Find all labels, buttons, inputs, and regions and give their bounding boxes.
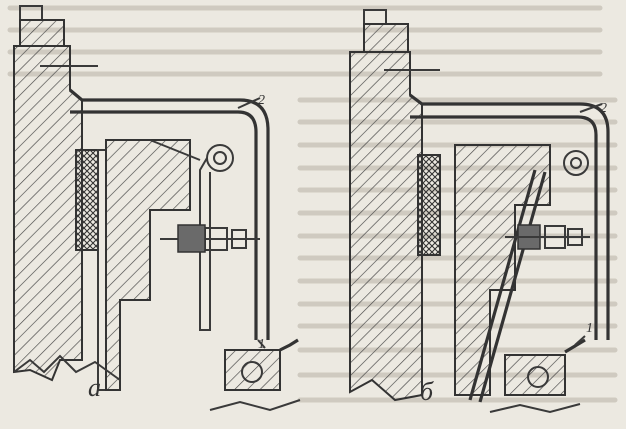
release-bearing-housing-b: [504, 354, 566, 396]
callout-1-right: 1: [586, 321, 593, 336]
bolt-nut: [231, 229, 247, 249]
release-lever: [149, 139, 201, 161]
flywheel-rim: [19, 19, 65, 47]
view-a-engaged: 2 1 а: [13, 5, 301, 412]
callout-line-2-b: [579, 103, 603, 113]
view-b-disengaged: 2 1 б: [349, 9, 610, 414]
diaphragm-spring: [199, 157, 211, 331]
release-bearing-housing: [224, 349, 281, 391]
pressure-plate: [105, 139, 191, 391]
release-bearing-ball: [241, 361, 263, 383]
tilted-disc-edge-b: [478, 171, 547, 403]
bolt-nut-b: [567, 228, 583, 246]
callout-line-2: [237, 97, 261, 109]
friction-disc-b: [417, 154, 441, 256]
bolt-bracket: [177, 224, 206, 253]
flywheel-body: [13, 45, 83, 382]
caption-b: б: [420, 377, 434, 406]
spring-curl-b: [563, 150, 589, 176]
clutch-cover-inner: [70, 110, 258, 340]
bolt-head-b: [544, 225, 566, 249]
flywheel-rim-b: [363, 23, 409, 53]
flywheel-body-b: [349, 51, 423, 402]
clutch-cover-inner-b: [410, 115, 598, 340]
clutch-cover-b: [409, 93, 610, 340]
callout-line-1: [257, 339, 266, 349]
pressure-plate-b: [454, 144, 551, 396]
release-bearing-ball-b: [527, 366, 549, 388]
release-fork: [279, 338, 299, 352]
release-fork-b: [564, 338, 586, 354]
callout-1-left: 1: [258, 337, 265, 352]
ground-base: [209, 399, 301, 412]
callout-2-right: 2: [600, 101, 607, 116]
spring-curl: [206, 144, 234, 172]
friction-disc: [75, 149, 99, 251]
driven-disc: [97, 149, 107, 391]
ground-break: [13, 354, 121, 381]
caption-a: а: [88, 373, 101, 402]
tilted-disc-b: [468, 169, 537, 401]
clutch-cover: [68, 88, 270, 340]
callout-2-left: 2: [258, 93, 265, 108]
spring-curl-inner-b: [570, 157, 582, 169]
callout-line-1-b: [574, 335, 586, 346]
ground-base-b: [489, 403, 581, 414]
spring-curl-inner: [213, 151, 227, 165]
flywheel-top-cap-b: [363, 9, 387, 25]
